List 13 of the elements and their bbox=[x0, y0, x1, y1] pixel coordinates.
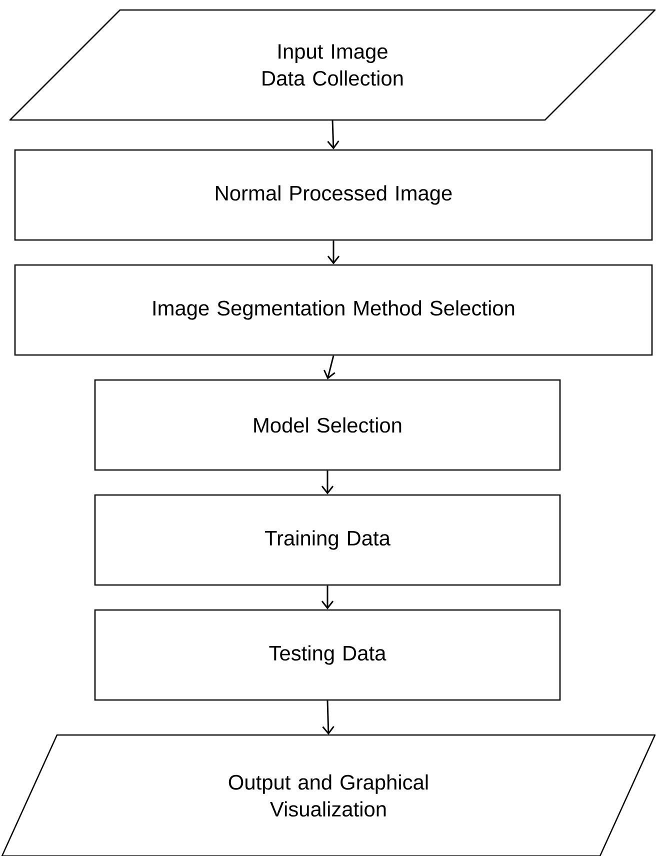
process-box: Normal Processed Image bbox=[14, 149, 653, 241]
process-box: Training Data bbox=[94, 494, 561, 586]
data-parallelogram: Input Image Data Collection bbox=[9, 9, 656, 121]
arrow bbox=[327, 120, 340, 150]
arrow bbox=[321, 470, 334, 494]
arrow bbox=[321, 586, 334, 610]
data-parallelogram: Output and Graphical Visualization bbox=[1, 734, 656, 856]
arrow bbox=[327, 240, 340, 264]
process-box: Testing Data bbox=[94, 609, 561, 701]
arrow bbox=[324, 355, 336, 380]
arrow bbox=[322, 700, 334, 735]
process-box: Image Segmentation Method Selection bbox=[14, 264, 653, 356]
process-box: Model Selection bbox=[94, 379, 561, 471]
